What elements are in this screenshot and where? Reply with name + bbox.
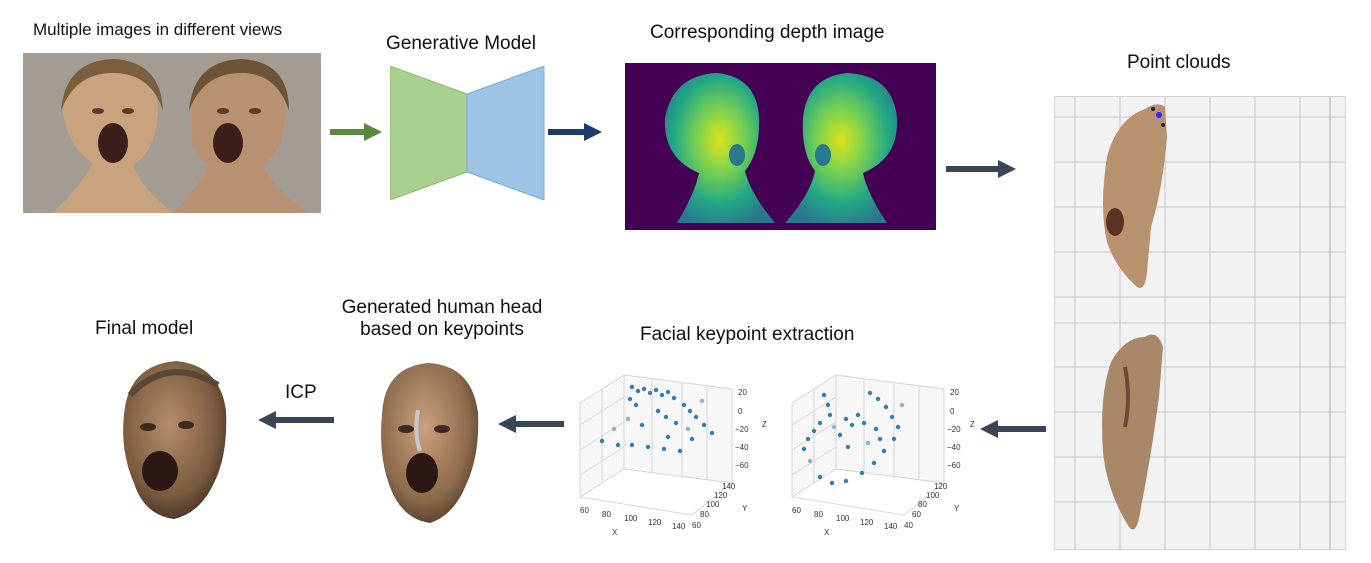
y-tick: 40 bbox=[904, 521, 913, 530]
arrow-to-depth-image bbox=[548, 123, 602, 141]
keypoint-plot-right: 20 0 −20 −40 −60 Z 60 80 100 120 140 X 1… bbox=[784, 365, 980, 540]
z-tick: −60 bbox=[947, 461, 961, 470]
z-tick: −20 bbox=[735, 425, 749, 434]
decoder-block bbox=[466, 66, 545, 200]
keypoint-plot-left: 20 0 −20 −40 −60 Z 60 80 100 120 140 X 1… bbox=[572, 365, 772, 540]
z-tick: 20 bbox=[950, 388, 959, 397]
y-tick: 140 bbox=[722, 482, 736, 491]
y-tick: 120 bbox=[714, 491, 728, 500]
generated-head-label-line2: based on keypoints bbox=[360, 318, 524, 340]
face-left-view bbox=[53, 59, 173, 213]
keypoint-extraction-label: Facial keypoint extraction bbox=[640, 324, 855, 345]
z-tick: 0 bbox=[950, 407, 955, 416]
point-cloud-panel bbox=[1054, 96, 1346, 550]
arrow-to-generative-model bbox=[330, 123, 382, 141]
y-tick: 80 bbox=[700, 510, 709, 519]
z-axis-label: Z bbox=[762, 420, 767, 429]
y-axis-label: Y bbox=[742, 504, 748, 513]
arrow-to-generated-head bbox=[498, 415, 564, 433]
final-model-label: Final model bbox=[95, 318, 194, 339]
y-tick: 80 bbox=[918, 500, 927, 509]
depth-image-panel bbox=[625, 63, 936, 230]
input-views-label: Multiple images in different views bbox=[33, 20, 283, 39]
z-tick: −40 bbox=[947, 443, 961, 452]
generated-head-label: Generated human head based on keypoints bbox=[336, 297, 548, 341]
y-tick: 120 bbox=[934, 482, 948, 491]
point-cloud-grid bbox=[1055, 97, 1345, 549]
point-cloud-upper bbox=[1103, 104, 1167, 288]
x-axis-label: X bbox=[612, 528, 618, 537]
x-tick: 120 bbox=[648, 518, 662, 527]
x-tick: 80 bbox=[814, 510, 823, 519]
z-tick: −20 bbox=[947, 425, 961, 434]
generated-head-model bbox=[362, 355, 492, 527]
encoder-block bbox=[390, 66, 468, 200]
z-tick: 20 bbox=[738, 388, 747, 397]
x-tick: 60 bbox=[792, 506, 801, 515]
z-tick: −60 bbox=[735, 461, 749, 470]
depth-image-label: Corresponding depth image bbox=[650, 22, 885, 43]
x-tick: 100 bbox=[836, 514, 850, 523]
generative-model-label: Generative Model bbox=[386, 33, 536, 54]
final-model bbox=[108, 355, 240, 523]
generative-model-diagram bbox=[390, 66, 545, 200]
depth-face-right bbox=[785, 73, 898, 223]
y-tick: 100 bbox=[926, 491, 940, 500]
z-tick: 0 bbox=[738, 407, 743, 416]
point-clouds-label: Point clouds bbox=[1127, 52, 1231, 73]
x-tick: 120 bbox=[860, 518, 874, 527]
x-tick: 80 bbox=[602, 510, 611, 519]
plot-left-points bbox=[599, 384, 715, 454]
y-tick: 100 bbox=[706, 500, 720, 509]
arrow-to-point-clouds bbox=[946, 160, 1016, 178]
face-right-view bbox=[173, 59, 308, 213]
point-cloud-lower bbox=[1102, 334, 1163, 530]
y-tick: 60 bbox=[912, 510, 921, 519]
x-tick: 100 bbox=[624, 514, 638, 523]
x-tick: 140 bbox=[884, 522, 898, 531]
arrow-to-final-model bbox=[258, 411, 334, 429]
x-tick: 140 bbox=[672, 522, 686, 531]
y-tick: 60 bbox=[692, 521, 701, 530]
plot-left-box bbox=[579, 374, 733, 516]
y-axis-label: Y bbox=[954, 504, 960, 513]
x-axis-label: X bbox=[824, 528, 830, 537]
icp-label: ICP bbox=[285, 382, 317, 403]
z-tick: −40 bbox=[735, 443, 749, 452]
plot-right-points bbox=[801, 390, 905, 486]
z-axis-label: Z bbox=[970, 420, 975, 429]
x-tick: 60 bbox=[580, 506, 589, 515]
depth-face-left bbox=[664, 73, 775, 223]
generated-head-label-line1: Generated human head bbox=[341, 297, 543, 318]
arrow-to-keypoints bbox=[980, 420, 1046, 438]
input-photo-panel bbox=[23, 53, 321, 213]
